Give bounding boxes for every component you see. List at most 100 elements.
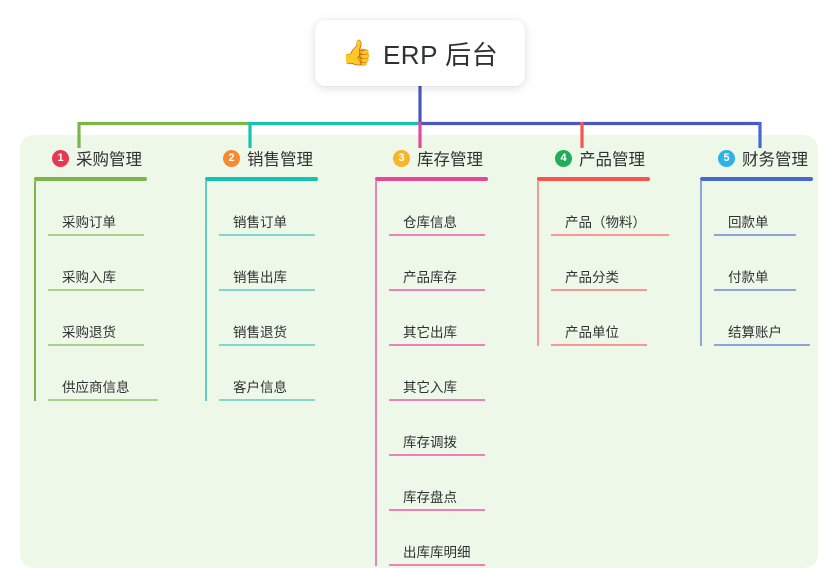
leaf-label: 仓库信息	[403, 214, 457, 230]
leaf-spine-4	[537, 181, 539, 346]
branch-header-3[interactable]: 3 库存管理	[375, 146, 535, 170]
leaf-list-4: 产品（物料） 产品分类 产品单位	[537, 181, 702, 346]
leaf-item[interactable]: 结算账户	[714, 291, 839, 346]
leaf-label: 出库库明细	[403, 544, 471, 560]
leaf-item[interactable]: 采购退货	[48, 291, 184, 346]
leaf-underline	[714, 344, 810, 346]
branch-badge-3: 3	[393, 149, 410, 167]
leaf-item[interactable]: 出库库明细	[389, 511, 535, 566]
leaf-label: 采购订单	[62, 214, 116, 230]
leaf-underline	[389, 399, 485, 401]
leaf-label: 销售出库	[233, 269, 287, 285]
leaf-label: 采购入库	[62, 269, 116, 285]
branch-header-1[interactable]: 1 采购管理	[34, 146, 184, 170]
root-node-title: ERP 后台	[382, 39, 499, 70]
leaf-underline	[389, 564, 485, 566]
leaf-label: 回款单	[728, 214, 769, 230]
leaf-list-5: 回款单 付款单 结算账户	[700, 181, 839, 346]
leaf-spine-1	[34, 181, 36, 401]
leaf-list-3: 仓库信息 产品库存 其它出库 其它入库 库存调拨	[375, 181, 535, 566]
leaf-item[interactable]: 库存盘点	[389, 456, 535, 511]
branch-column-3: 3 库存管理 仓库信息 产品库存 其它出库 其它入库	[375, 146, 535, 566]
branch-column-5: 5 财务管理 回款单 付款单 结算账户	[700, 146, 839, 346]
leaf-item[interactable]: 采购入库	[48, 236, 184, 291]
leaf-label: 其它入库	[403, 379, 457, 395]
leaf-label: 付款单	[728, 269, 769, 285]
leaf-underline	[551, 289, 647, 291]
leaf-underline	[389, 289, 485, 291]
leaf-label: 库存盘点	[403, 489, 457, 505]
leaf-underline	[714, 289, 796, 291]
leaf-item[interactable]: 仓库信息	[389, 181, 535, 236]
leaf-underline	[219, 289, 315, 291]
leaf-list-1: 采购订单 采购入库 采购退货 供应商信息	[34, 181, 184, 401]
leaf-underline	[219, 399, 315, 401]
leaf-label: 采购退货	[62, 324, 116, 340]
leaf-underline	[48, 234, 144, 236]
leaf-underline	[714, 234, 796, 236]
branch-column-1: 1 采购管理 采购订单 采购入库 采购退货 供应商信	[34, 146, 184, 401]
leaf-underline	[389, 344, 485, 346]
leaf-underline	[219, 344, 315, 346]
leaf-label: 供应商信息	[62, 379, 130, 395]
leaf-item[interactable]: 回款单	[714, 181, 839, 236]
leaf-underline	[389, 509, 485, 511]
leaf-underline	[48, 399, 158, 401]
leaf-label: 库存调拨	[403, 434, 457, 450]
branch-rule-1	[34, 177, 147, 181]
leaf-item[interactable]: 销售订单	[219, 181, 355, 236]
leaf-underline	[551, 344, 647, 346]
branch-title-2: 销售管理	[247, 151, 313, 169]
leaf-label: 结算账户	[728, 324, 782, 340]
branch-title-4: 产品管理	[579, 151, 645, 169]
thumbs-up-icon: 👍	[341, 38, 373, 67]
branch-rule-4	[537, 177, 650, 181]
leaf-label: 产品（物料）	[565, 214, 646, 230]
leaf-label: 销售退货	[233, 324, 287, 340]
leaf-item[interactable]: 库存调拨	[389, 401, 535, 456]
leaf-item[interactable]: 产品（物料）	[551, 181, 702, 236]
leaf-item[interactable]: 其它入库	[389, 346, 535, 401]
leaf-label: 产品单位	[565, 324, 619, 340]
leaf-item[interactable]: 采购订单	[48, 181, 184, 236]
leaf-spine-3	[375, 181, 377, 566]
branch-badge-1: 1	[52, 149, 69, 167]
leaf-list-2: 销售订单 销售出库 销售退货 客户信息	[205, 181, 355, 401]
leaf-label: 其它出库	[403, 324, 457, 340]
leaf-item[interactable]: 产品库存	[389, 236, 535, 291]
branch-rule-3	[375, 177, 488, 181]
leaf-label: 销售订单	[233, 214, 287, 230]
branch-badge-2: 2	[223, 149, 240, 167]
leaf-item[interactable]: 其它出库	[389, 291, 535, 346]
leaf-underline	[48, 289, 144, 291]
branch-column-2: 2 销售管理 销售订单 销售出库 销售退货 客户信息	[205, 146, 355, 401]
leaf-item[interactable]: 产品分类	[551, 236, 702, 291]
branch-rule-2	[205, 177, 318, 181]
diagram-background-panel	[20, 135, 818, 568]
branch-title-3: 库存管理	[417, 151, 483, 169]
leaf-label: 产品库存	[403, 269, 457, 285]
leaf-underline	[389, 454, 485, 456]
branch-title-1: 采购管理	[76, 151, 142, 169]
leaf-spine-2	[205, 181, 207, 401]
leaf-underline	[389, 234, 485, 236]
branch-badge-4: 4	[555, 149, 572, 167]
leaf-item[interactable]: 销售出库	[219, 236, 355, 291]
branch-header-2[interactable]: 2 销售管理	[205, 146, 355, 170]
branch-rule-5	[700, 177, 813, 181]
branch-header-5[interactable]: 5 财务管理	[700, 146, 839, 170]
leaf-underline	[551, 234, 669, 236]
root-node[interactable]: 👍 ERP 后台	[315, 20, 525, 86]
leaf-item[interactable]: 付款单	[714, 236, 839, 291]
leaf-item[interactable]: 销售退货	[219, 291, 355, 346]
leaf-label: 客户信息	[233, 379, 287, 395]
leaf-item[interactable]: 产品单位	[551, 291, 702, 346]
leaf-label: 产品分类	[565, 269, 619, 285]
leaf-item[interactable]: 客户信息	[219, 346, 355, 401]
leaf-item[interactable]: 供应商信息	[48, 346, 184, 401]
branch-title-5: 财务管理	[742, 151, 808, 169]
branch-header-4[interactable]: 4 产品管理	[537, 146, 702, 170]
leaf-spine-5	[700, 181, 702, 346]
